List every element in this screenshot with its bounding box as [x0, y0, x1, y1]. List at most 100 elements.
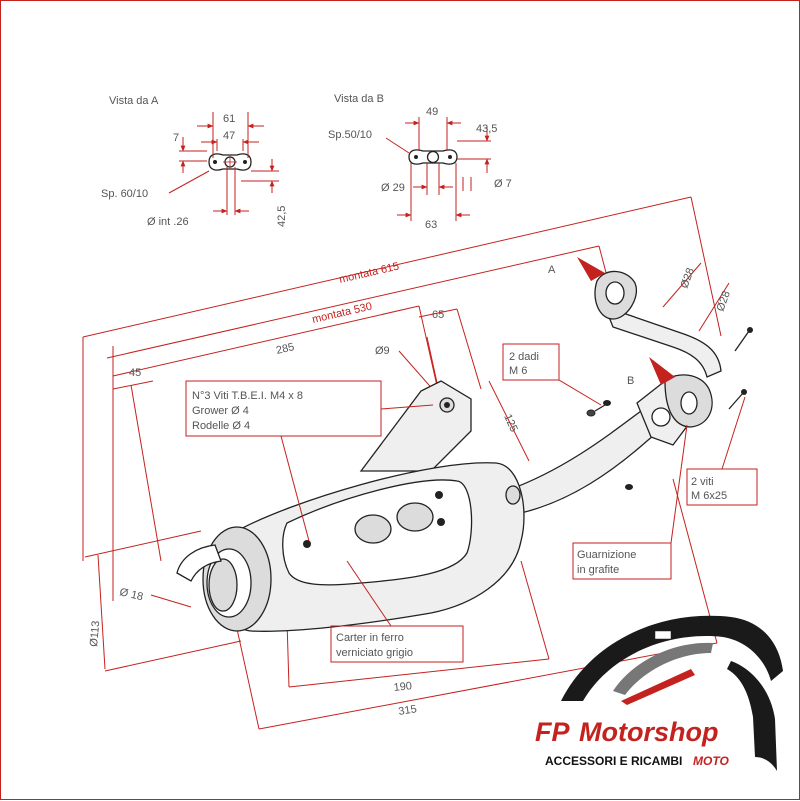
view-arrow-b [649, 357, 675, 385]
logo-flag [654, 630, 672, 640]
shield-screw-3 [437, 518, 445, 526]
dim-125: 125 [501, 412, 519, 434]
dim-d9: Ø9 [375, 345, 390, 357]
dim-d28-b: Ø28 [715, 289, 733, 313]
note-screws-leader [280, 435, 310, 542]
ext-line-113-top [84, 530, 202, 558]
overall-dimensions: montata 615 montata 530 285 45 65 Ø9 125… [82, 196, 733, 730]
dim-285: 285 [275, 341, 296, 357]
gasket-bore [680, 391, 698, 415]
note-screws-leader-2 [380, 404, 434, 410]
note-carter: Carter in ferro verniciato grigio [330, 560, 464, 663]
dim-line-530 [106, 245, 600, 359]
shield-screw-1 [303, 540, 311, 548]
dim-line-315 [258, 642, 718, 730]
view-b-leader [385, 137, 410, 154]
view-a-dim-7: 7 [173, 132, 179, 144]
note-nuts-line2: M 6 [509, 365, 527, 377]
note-bolts-line2: M 6x25 [691, 490, 727, 502]
view-b-dim-63: 63 [425, 219, 437, 231]
bolt-right-upper [734, 327, 753, 352]
note-gasket-line1: Guarnizione [577, 549, 636, 561]
ext-line-113-bottom [104, 640, 242, 672]
note-gasket-box [572, 542, 672, 580]
shield-window-right [396, 502, 434, 532]
view-b: Vista da B 49 Sp.50/10 43,5 Ø 29 Ø 7 [328, 93, 512, 231]
dim-line-125 [488, 380, 530, 462]
dim-line-285 [112, 305, 420, 377]
shield-window-left [354, 514, 392, 544]
view-b-title: Vista da B [334, 93, 384, 105]
connector-clamp [505, 485, 521, 505]
note-screws-line3: Rodelle Ø 4 [192, 420, 250, 432]
flange-a-bore [605, 281, 625, 305]
ext-line-285-right [418, 305, 438, 387]
dim-315: 315 [398, 703, 418, 718]
fp-motorshop-logo: FP Motorshop ACCESSORI E RICAMBI MOTO [535, 615, 783, 771]
view-b-dim-29: Ø 29 [381, 182, 405, 194]
view-b-bolt-hole-right [448, 155, 452, 159]
nut-lower [625, 484, 633, 490]
dim-d28-a: Ø28 [679, 266, 697, 290]
ext-line-45-right [130, 384, 162, 562]
view-b-bore [426, 150, 440, 164]
note-screws-line2: Grower Ø 4 [192, 405, 249, 417]
dim-line-65 [418, 308, 458, 318]
dim-190: 190 [393, 680, 413, 694]
logo-gear-side [727, 661, 777, 771]
note-gasket-leader [670, 424, 688, 544]
dim-d18: Ø 18 [118, 586, 144, 603]
view-a-dim-47: 47 [223, 130, 235, 142]
note-gasket: Guarnizione in grafite [572, 424, 688, 580]
note-bolts-leader [721, 396, 746, 470]
note-carter-line1: Carter in ferro [336, 632, 404, 644]
logo-gear-arc [561, 615, 783, 701]
dim-65: 65 [432, 309, 444, 321]
mounting-bracket [359, 380, 472, 472]
dim-montata-615: montata 615 [338, 260, 400, 285]
leader-d28b [698, 282, 730, 332]
note-screws-line1: N°3 Viti T.B.E.I. M4 x 8 [192, 390, 303, 402]
logo-motorshop: Motorshop [579, 717, 718, 747]
ext-line-315-right [672, 478, 718, 644]
exhaust-assembly: A B [176, 257, 753, 632]
ext-line-315-left [236, 628, 260, 730]
note-bolts: 2 viti M 6x25 [686, 396, 758, 506]
leader-d18 [150, 594, 192, 608]
shield-screw-2 [435, 491, 443, 499]
up-pipe [599, 295, 722, 378]
view-b-dim-7: Ø 7 [494, 178, 512, 190]
view-a: Vista da A 61 47 7 Sp. 60/10 Ø int [101, 95, 288, 228]
view-a-dim-42-5: 42,5 [276, 206, 288, 227]
ext-line-190-right [520, 560, 550, 660]
view-b-dim-49: 49 [426, 106, 438, 118]
logo-tagline: ACCESSORI E RICAMBI [545, 754, 682, 768]
tailpipe-outlet [208, 558, 238, 612]
view-b-dim-43-5: 43,5 [476, 123, 497, 135]
ext-line-65 [456, 308, 482, 390]
note-carter-box [330, 625, 464, 663]
view-a-dim-61: 61 [223, 113, 235, 125]
note-carter-leader [346, 560, 392, 627]
note-nuts: 2 dadi M 6 [502, 343, 602, 406]
leader-d28a [662, 262, 702, 308]
bolt-right-lower [728, 389, 747, 410]
dim-line-190 [288, 658, 550, 688]
note-gasket-line2: in grafite [577, 564, 619, 576]
view-b-bolt-hole-left [414, 155, 418, 159]
dim-45: 45 [129, 367, 141, 379]
note-nuts-box [502, 343, 560, 381]
logo-tagline-moto: MOTO [693, 754, 729, 768]
dim-d113: Ø113 [88, 620, 102, 647]
bolt-left [586, 404, 606, 417]
note-screws: N°3 Viti T.B.E.I. M4 x 8 Grower Ø 4 Rode… [185, 380, 434, 542]
note-bolts-line1: 2 viti [691, 476, 714, 488]
dim-line-113 [97, 554, 106, 670]
view-a-thickness: Sp. 60/10 [101, 188, 148, 200]
ext-line-615-right [690, 196, 722, 337]
view-a-inner-diameter: Ø int .26 [147, 216, 189, 228]
note-carter-line2: verniciato grigio [336, 647, 413, 659]
bracket-hole-center [444, 402, 450, 408]
